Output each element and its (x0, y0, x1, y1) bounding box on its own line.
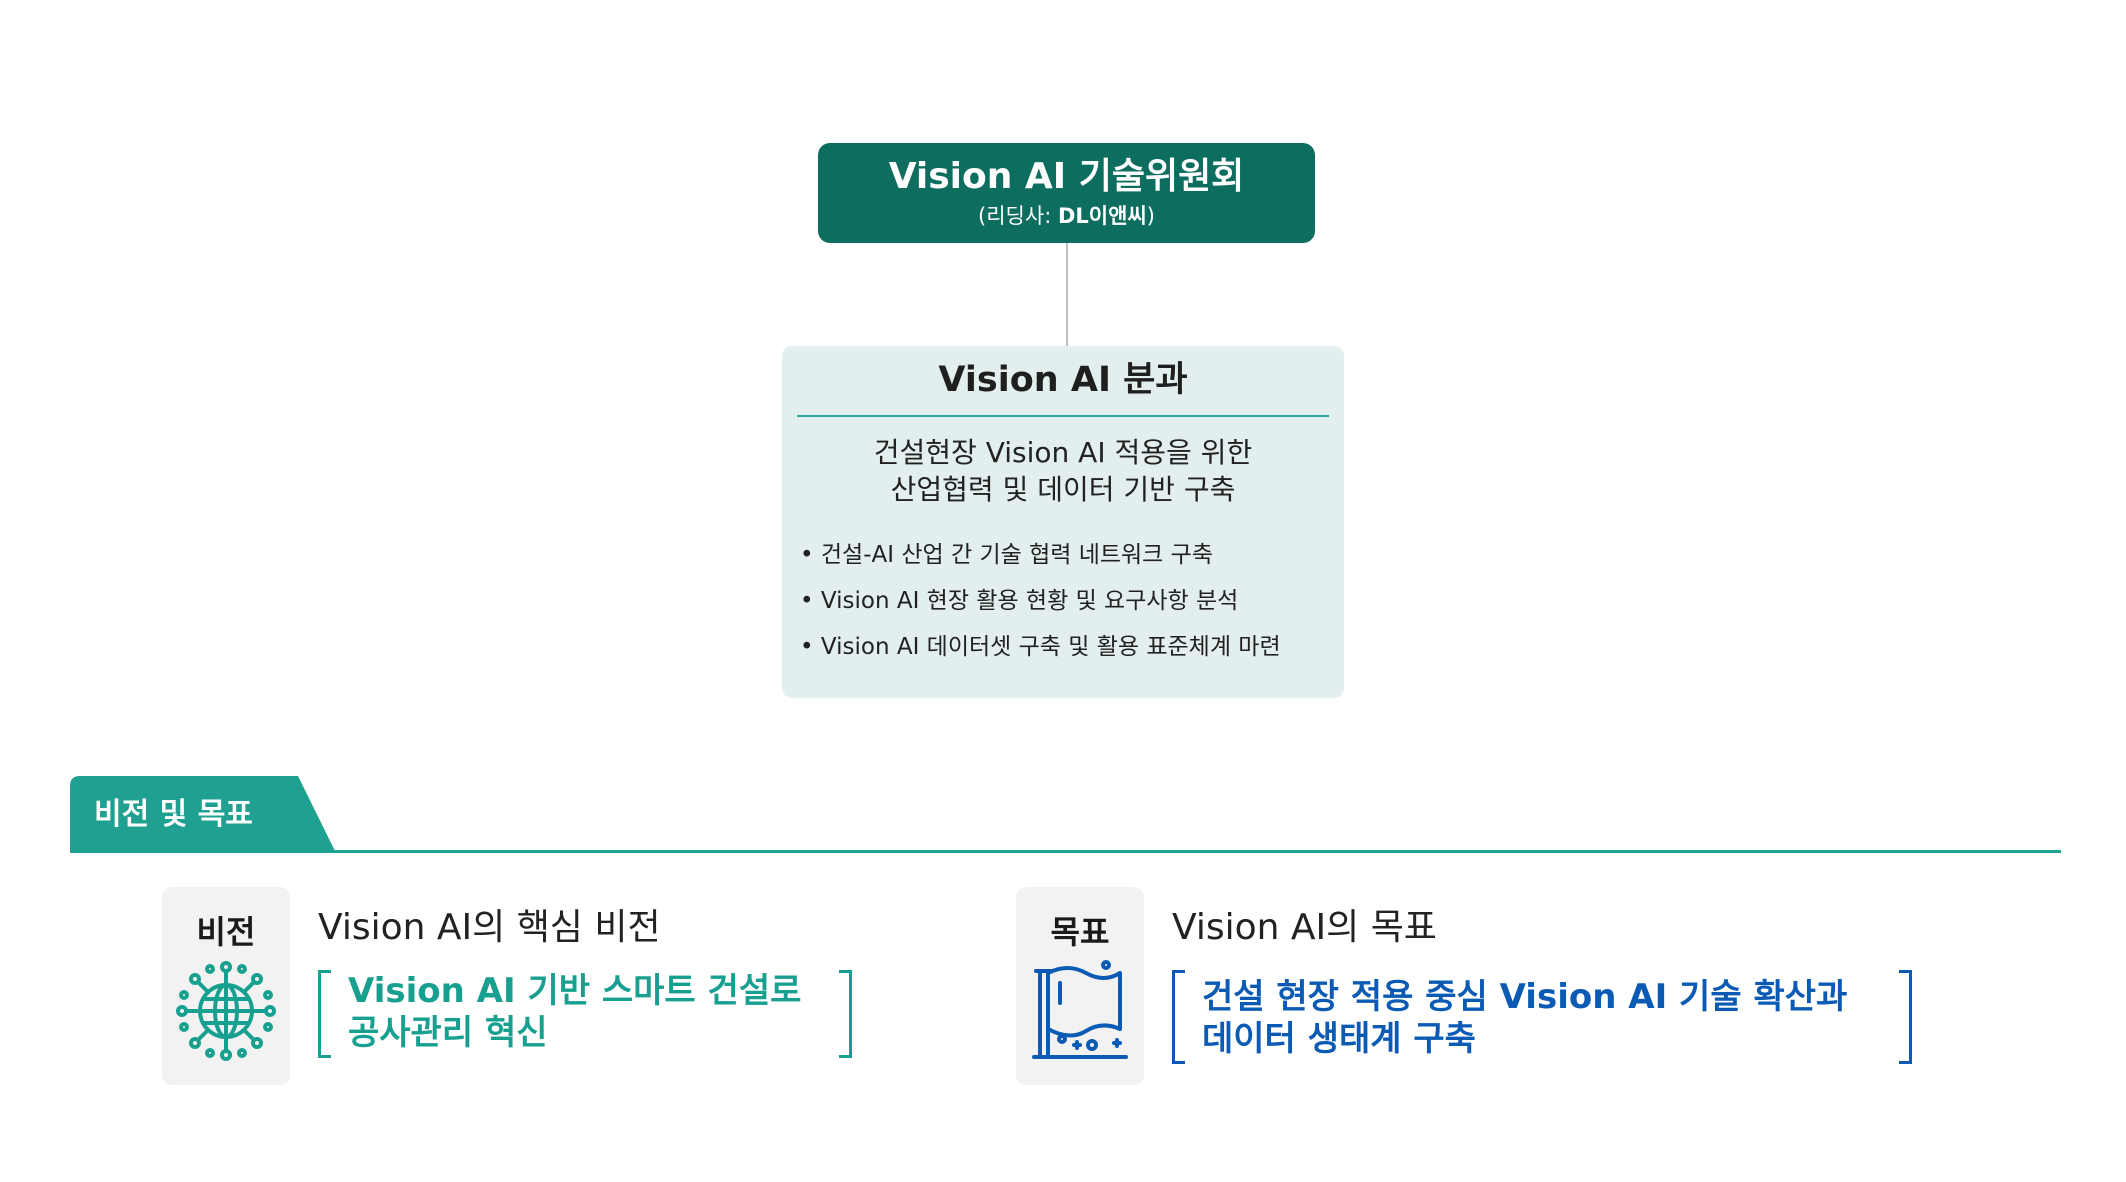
vision-statement: Vision AI 기반 스마트 건설로 공사관리 혁신 (318, 970, 852, 1058)
goal-icon-card: 목표 (1016, 887, 1144, 1085)
goal-caption: 목표 (1050, 913, 1110, 951)
task-item: 건설-AI 산업 간 기술 협력 네트워크 구축 (800, 532, 1281, 578)
bracket-left (318, 970, 331, 1058)
goal-line2: 데이터 생태계 구축 (1202, 1019, 1476, 1059)
section-tab-shape (70, 776, 336, 853)
vision-statement-text: Vision AI 기반 스마트 건설로 공사관리 혁신 (348, 970, 801, 1054)
task-item: Vision AI 현장 활용 현황 및 요구사항 분석 (800, 578, 1281, 624)
committee-subtitle: (리딩사: DL이앤씨) (818, 203, 1315, 229)
vision-caption: 비전 (196, 913, 256, 951)
vision-line2: 공사관리 혁신 (348, 1013, 548, 1053)
section-header-label: 비전 및 목표 (94, 797, 253, 832)
task-item: Vision AI 데이터셋 구축 및 활용 표준체계 마련 (800, 624, 1281, 670)
goal-statement-text: 건설 현장 적용 중심 Vision AI 기술 확산과 데이터 생태계 구축 (1202, 976, 1847, 1060)
bracket-left (1172, 970, 1185, 1064)
subcommittee-desc-line2: 산업협력 및 데이터 기반 구축 (890, 473, 1236, 506)
section-header-rule (70, 850, 2061, 853)
vision-line1: Vision AI 기반 스마트 건설로 (348, 971, 802, 1011)
subcommittee-title: Vision AI 분과 (938, 360, 1188, 400)
leading-company: DL이앤씨 (1057, 204, 1147, 228)
subcommittee-desc-line1: 건설현장 Vision AI 적용을 위한 (873, 436, 1253, 469)
subcommittee-divider (797, 415, 1329, 417)
subcommittee-box: Vision AI 분과 건설현장 Vision AI 적용을 위한 산업협력 … (782, 346, 1344, 698)
goal-statement: 건설 현장 적용 중심 Vision AI 기술 확산과 데이터 생태계 구축 (1172, 970, 1912, 1064)
committee-title: Vision AI 기술위원회 (888, 156, 1245, 197)
vision-icon-card: 비전 (162, 887, 290, 1085)
section-header-tab: 비전 및 목표 (70, 776, 336, 853)
org-connector-line (1066, 243, 1068, 347)
vision-title: Vision AI의 핵심 비전 (318, 907, 661, 948)
flag-icon (1032, 960, 1128, 1059)
bracket-right (1899, 970, 1912, 1064)
committee-sub-suffix: ) (1146, 204, 1155, 228)
subcommittee-task-list: 건설-AI 산업 간 기술 협력 네트워크 구축 Vision AI 현장 활용… (800, 532, 1281, 670)
committee-sub-prefix: (리딩사: (978, 204, 1058, 228)
goal-title: Vision AI의 목표 (1172, 907, 1437, 948)
committee-box: Vision AI 기술위원회 (리딩사: DL이앤씨) (818, 143, 1315, 243)
bracket-right (839, 970, 852, 1058)
goal-line1: 건설 현장 적용 중심 Vision AI 기술 확산과 (1202, 977, 1848, 1017)
subcommittee-description: 건설현장 Vision AI 적용을 위한 산업협력 및 데이터 기반 구축 (782, 434, 1344, 508)
globe-network-icon (176, 961, 276, 1061)
